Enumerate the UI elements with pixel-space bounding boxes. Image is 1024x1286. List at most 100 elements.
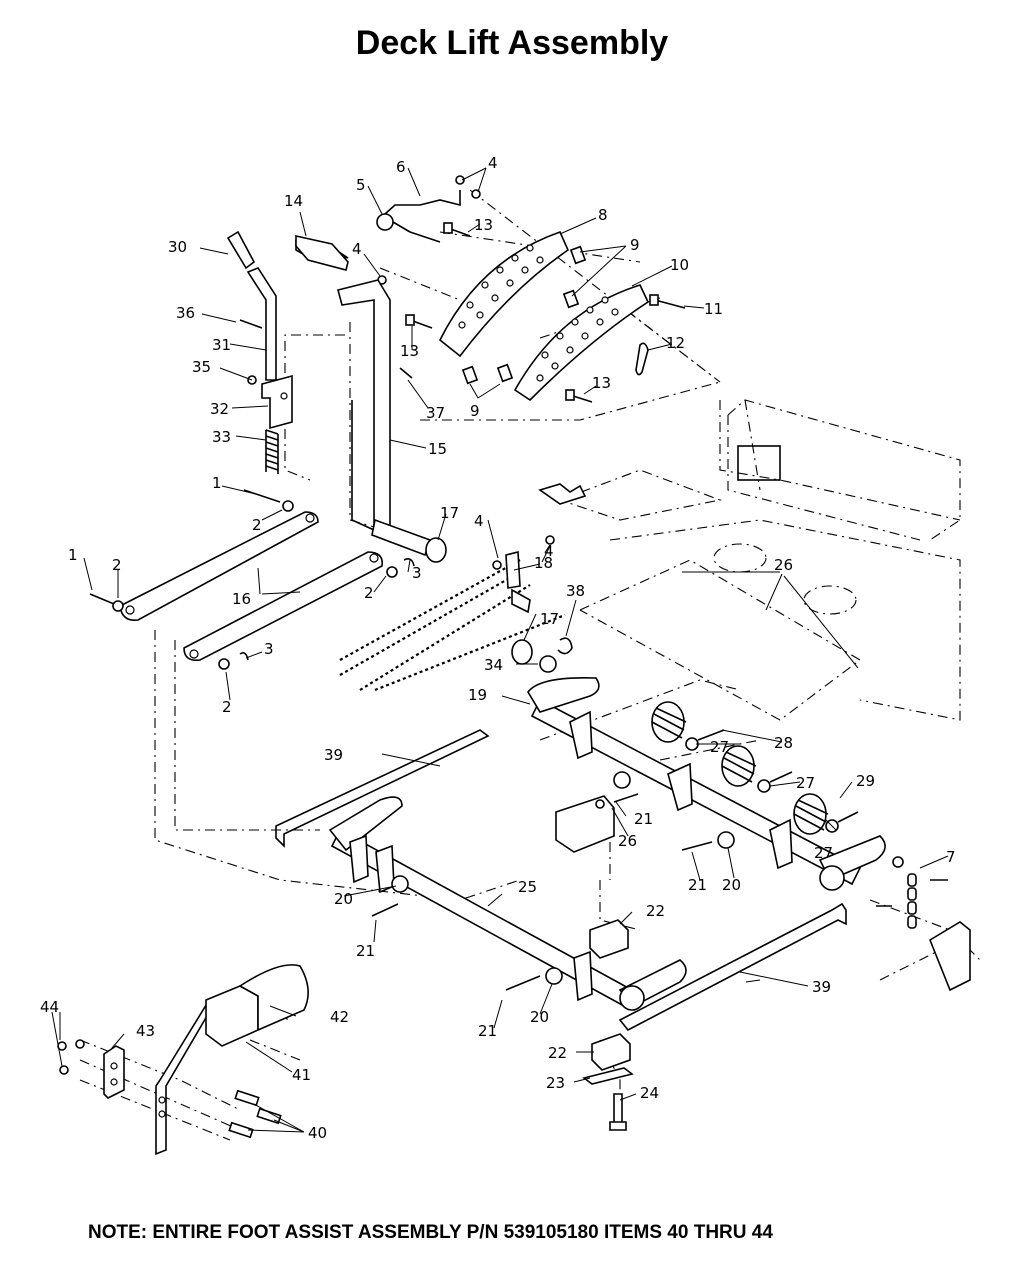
mount-plate-43 — [103, 1045, 125, 1099]
callout-1: 1 — [212, 474, 222, 492]
bolt-37 — [399, 367, 413, 379]
callout-1: 1 — [68, 546, 78, 564]
callout-11: 11 — [704, 300, 723, 318]
spacer-9 — [461, 245, 587, 385]
callout-5: 5 — [356, 176, 366, 194]
callout-37: 37 — [426, 404, 445, 422]
callout-26: 26 — [618, 832, 637, 850]
callout-13: 13 — [592, 374, 611, 392]
plate-23 — [582, 1067, 634, 1085]
lift-shaft-19 — [527, 676, 886, 891]
center-bracket — [555, 795, 615, 853]
callout-9: 9 — [470, 402, 480, 420]
callout-38: 38 — [566, 582, 585, 600]
callout-2: 2 — [364, 584, 374, 602]
callout-31: 31 — [212, 336, 231, 354]
callout-2: 2 — [112, 556, 122, 574]
callout-40: 40 — [308, 1124, 327, 1142]
callout-23: 23 — [546, 1074, 565, 1092]
springs-28-29 — [651, 701, 829, 835]
callout-33: 33 — [212, 428, 231, 446]
callout-13: 13 — [474, 216, 493, 234]
handle-bracket-32 — [247, 374, 293, 430]
callout-44: 44 — [40, 998, 59, 1016]
callout-30: 30 — [168, 238, 187, 256]
callout-numbers: 1 1 2 2 2 2 3 3 4 4 4 4 5 6 7 8 9 9 10 1… — [40, 154, 956, 1142]
callout-16: 16 — [232, 590, 251, 608]
callout-20: 20 — [334, 890, 353, 908]
callout-4: 4 — [544, 542, 554, 560]
callout-8: 8 — [598, 206, 608, 224]
rear-bracket — [929, 921, 971, 992]
callout-25: 25 — [518, 878, 537, 896]
callout-21: 21 — [634, 810, 653, 828]
washers-20 — [391, 831, 735, 985]
callout-26: 26 — [774, 556, 793, 574]
callout-15: 15 — [428, 440, 447, 458]
callout-3: 3 — [412, 564, 422, 582]
chain-7 — [876, 856, 948, 929]
callout-13: 13 — [400, 342, 419, 360]
callout-17: 17 — [540, 610, 559, 628]
callout-21: 21 — [688, 876, 707, 894]
bolt-24 — [609, 1093, 627, 1131]
callout-29: 29 — [856, 772, 875, 790]
callout-19: 19 — [468, 686, 487, 704]
callout-18: 18 — [534, 554, 553, 572]
lift-lever-15 — [337, 279, 432, 557]
callout-34: 34 — [484, 656, 503, 674]
blocks-22 — [589, 919, 631, 1071]
washer-34 — [539, 655, 557, 673]
lift-links-16 — [119, 511, 384, 662]
callout-36: 36 — [176, 304, 195, 322]
assembly-note: NOTE: ENTIRE FOOT ASSIST ASSEMBLY P/N 53… — [88, 1222, 773, 1243]
callout-2: 2 — [222, 698, 232, 716]
callout-3: 3 — [264, 640, 274, 658]
callout-41: 41 — [292, 1066, 311, 1084]
pins-1-washers-2 — [89, 489, 415, 670]
nuts-44 — [57, 1039, 85, 1075]
callout-12: 12 — [666, 334, 685, 352]
lift-rods-39 — [275, 729, 847, 1032]
callout-32: 32 — [210, 400, 229, 418]
pedal-pad-14-outline — [295, 235, 349, 271]
hairpin-clip-12 — [635, 342, 649, 376]
bolts-40 — [228, 1089, 282, 1139]
callout-7: 7 — [946, 848, 956, 866]
callout-14: 14 — [284, 192, 303, 210]
callout-27: 27 — [710, 738, 729, 756]
callout-9: 9 — [630, 236, 640, 254]
control-rod-lines — [339, 559, 566, 692]
cotter-pins-21 — [371, 841, 713, 991]
callout-39: 39 — [812, 978, 831, 996]
callout-27: 27 — [796, 774, 815, 792]
quadrant-plate-8 — [438, 231, 570, 358]
callout-35: 35 — [192, 358, 211, 376]
lock-rod-6 — [376, 190, 461, 243]
callout-leaders — [51, 167, 949, 1133]
callout-21: 21 — [356, 942, 375, 960]
clip-38 — [557, 637, 573, 655]
foot-pedal-42 — [205, 964, 309, 1047]
bracket-top — [538, 483, 587, 505]
callout-42: 42 — [330, 1008, 349, 1026]
nut-26 — [595, 799, 605, 809]
rear-shaft-25 — [328, 796, 687, 1011]
callout-4: 4 — [488, 154, 498, 172]
callout-4: 4 — [352, 240, 362, 258]
callout-4: 4 — [474, 512, 484, 530]
quadrant-plate-10 — [513, 284, 650, 402]
callout-22: 22 — [548, 1044, 567, 1062]
callout-28: 28 — [774, 734, 793, 752]
callout-22: 22 — [646, 902, 665, 920]
washer-20-upper — [613, 771, 631, 789]
eyebolts-27 — [685, 729, 859, 833]
bolts — [405, 222, 686, 403]
page-title: Deck Lift Assembly — [355, 24, 669, 62]
callout-2: 2 — [252, 516, 262, 534]
callout-21: 21 — [478, 1022, 497, 1040]
callout-39: 39 — [324, 746, 343, 764]
spring-33 — [265, 429, 279, 474]
